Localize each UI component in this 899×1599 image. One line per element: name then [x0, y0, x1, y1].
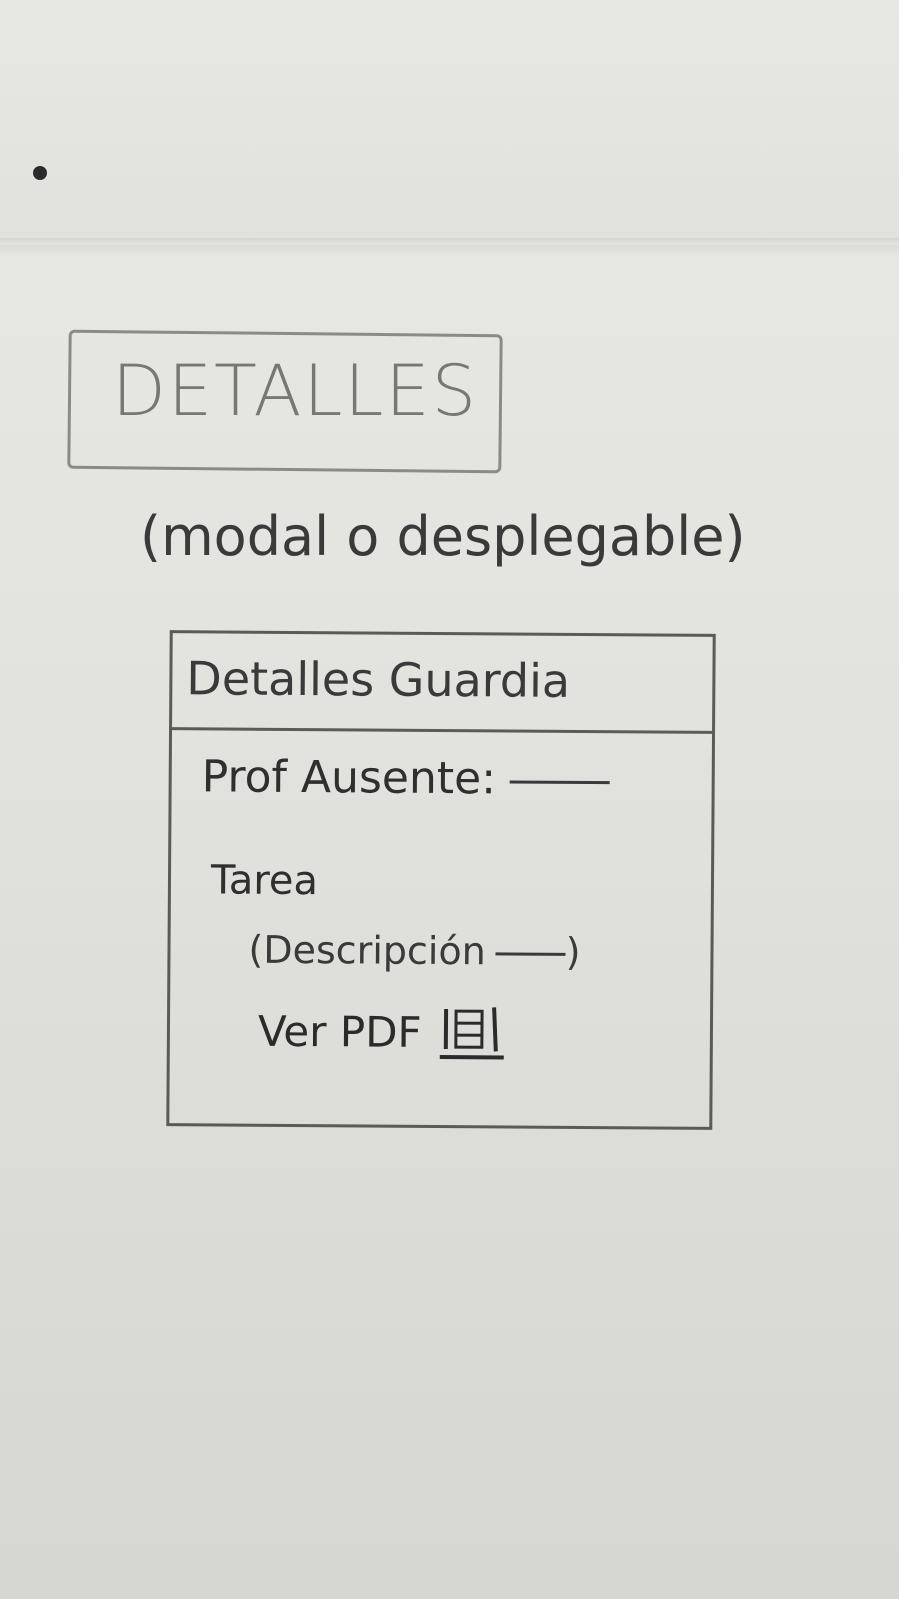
- description-value: [495, 952, 566, 956]
- paper-background-top: [0, 0, 899, 245]
- view-pdf-link[interactable]: Ver PDF: [258, 1004, 504, 1060]
- description-label: (Descripción: [248, 927, 486, 974]
- absent-teacher-label: Prof Ausente:: [201, 751, 497, 805]
- document-icon[interactable]: [439, 1004, 504, 1060]
- task-label: Tarea: [210, 857, 319, 905]
- description-end: ): [565, 929, 581, 974]
- absent-teacher-field: Prof Ausente:: [202, 751, 611, 805]
- bullet-dot: [33, 166, 47, 180]
- modal-title: Detalles Guardia: [186, 651, 571, 708]
- modal-header: Detalles Guardia: [172, 633, 713, 734]
- paper-edge: [0, 238, 899, 244]
- details-header-label: DETALLES: [112, 350, 478, 432]
- sketch-subtitle: (modal o desplegable): [140, 505, 746, 568]
- task-description: (Descripción): [248, 928, 580, 974]
- absent-teacher-value: [509, 779, 610, 784]
- guard-details-modal: Detalles Guardia Prof Ausente: Tarea (De…: [166, 630, 716, 1130]
- view-pdf-label[interactable]: Ver PDF: [257, 1006, 422, 1057]
